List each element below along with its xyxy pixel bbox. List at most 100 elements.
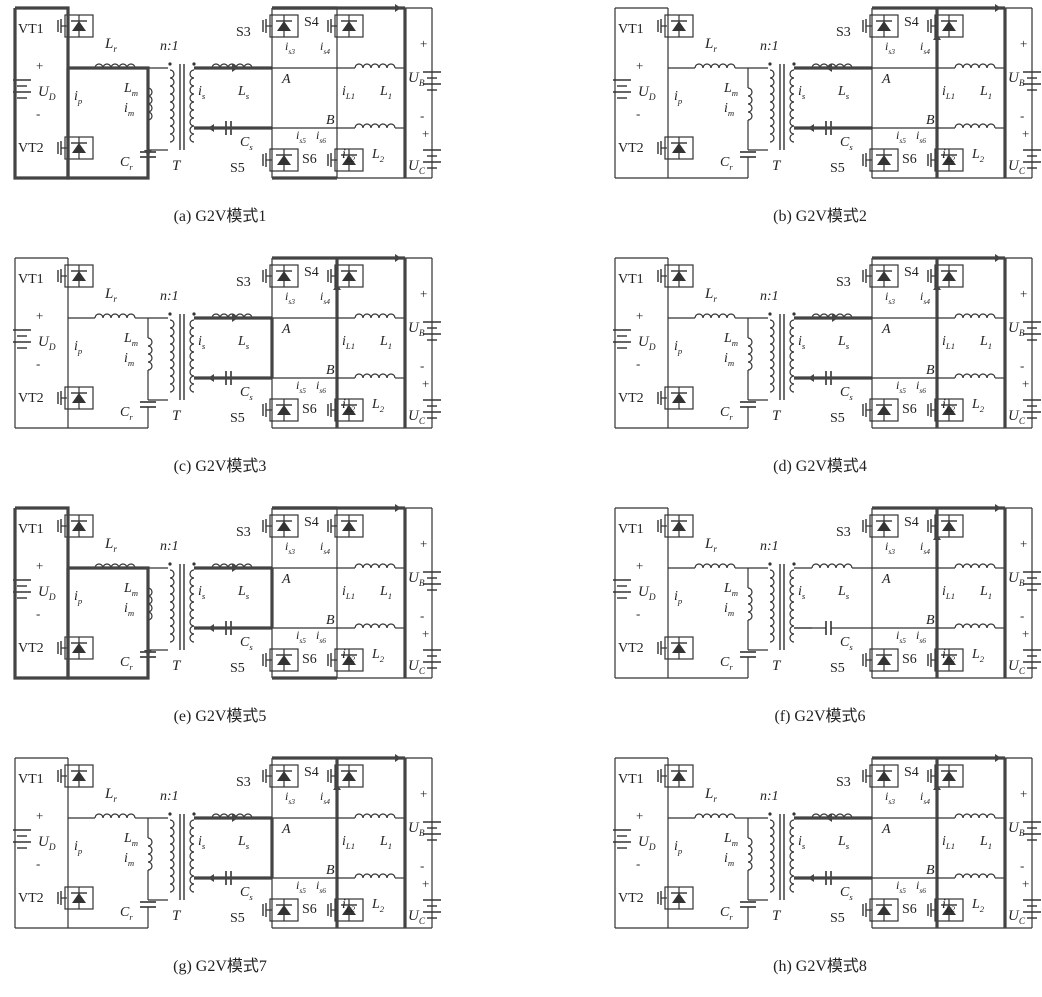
vt1-switch: [57, 764, 94, 788]
is4-label: is4: [920, 39, 930, 56]
is4-label: is4: [920, 289, 930, 306]
ls-label: Ls: [237, 834, 250, 851]
vt2-switch: [57, 136, 94, 160]
transformer-label: T: [172, 158, 182, 174]
node-b-label: B: [926, 363, 935, 378]
ud-plus: +: [636, 58, 643, 73]
l1-inductor: [354, 563, 396, 569]
vt2-switch: [657, 136, 694, 160]
vt2-label: VT2: [618, 391, 644, 406]
lm-inductor: [147, 837, 153, 871]
panel-caption: (b) G2V模式2: [773, 208, 867, 225]
s3-switch: [862, 764, 899, 788]
cr-label: Cr: [120, 155, 133, 172]
s4-switch: [327, 14, 364, 38]
transformer-label: T: [772, 908, 782, 924]
dot-secondary: [192, 62, 196, 66]
vt2-label: VT2: [618, 891, 644, 906]
node-a-label: A: [881, 72, 891, 87]
vt1-switch: [57, 14, 94, 38]
ub-label: UB: [1008, 70, 1025, 89]
lm-inductor: [747, 87, 753, 121]
is3-label: is3: [885, 39, 895, 56]
l1-inductor: [954, 563, 996, 569]
ud-minus: -: [636, 106, 640, 121]
lr-label: Lr: [104, 536, 117, 555]
ub-minus: -: [1020, 108, 1024, 123]
ud-label: UD: [38, 834, 56, 853]
s3-label: S3: [236, 25, 251, 40]
turns-label: n:1: [160, 39, 179, 54]
s4-label: S4: [904, 515, 919, 530]
l2-inductor: [354, 623, 396, 629]
ud-label: UD: [638, 834, 656, 853]
turns-label: n:1: [760, 539, 779, 554]
ud-plus: +: [36, 308, 43, 323]
l2-label: L2: [371, 647, 385, 664]
ud-plus: +: [36, 808, 43, 823]
ip-label: ip: [74, 339, 83, 356]
lr-label: Lr: [704, 786, 717, 805]
s4-label: S4: [304, 15, 319, 30]
is6-label: is6: [316, 878, 326, 895]
s4-switch: [327, 264, 364, 288]
s3-label: S3: [236, 275, 251, 290]
ls-label: Ls: [237, 84, 250, 101]
s5-switch: [862, 898, 899, 922]
ls-label: Ls: [237, 584, 250, 601]
ud-minus: -: [36, 106, 40, 121]
lr-label: Lr: [104, 36, 117, 55]
ls-label: Ls: [837, 834, 850, 851]
is-arrow: [232, 64, 238, 72]
ub-plus: +: [420, 536, 427, 551]
is4-label: is4: [920, 789, 930, 806]
s4-switch: [927, 264, 964, 288]
vt1-switch: [57, 514, 94, 538]
uc-label: UC: [408, 658, 426, 677]
s4-label: S4: [904, 265, 919, 280]
l2-inductor: [954, 123, 996, 129]
s6-label: S6: [902, 402, 917, 417]
ub-label: UB: [1008, 320, 1025, 339]
il2-label: iL2: [342, 897, 356, 914]
il2-label: iL2: [942, 897, 956, 914]
is6-label: is6: [316, 628, 326, 645]
vt2-label: VT2: [18, 891, 44, 906]
s5-switch: [862, 648, 899, 672]
panel-caption: (e) G2V模式5: [173, 708, 267, 725]
transformer-secondary: [189, 319, 195, 393]
ud-label: UD: [638, 584, 656, 603]
im-arrow: [144, 650, 152, 656]
is-arrow: [826, 814, 832, 822]
s5-label: S5: [230, 911, 245, 926]
uc-plus: +: [1022, 126, 1029, 141]
s5-label: S5: [230, 661, 245, 676]
is3-label: is3: [285, 39, 295, 56]
is6-label: is6: [916, 128, 926, 145]
transformer-primary: [769, 69, 775, 143]
cr-label: Cr: [120, 905, 133, 922]
ub-label: UB: [408, 320, 425, 339]
dot-primary: [168, 312, 172, 316]
ip-label: ip: [674, 339, 683, 356]
transformer-primary: [769, 569, 775, 643]
ud-minus: -: [36, 606, 40, 621]
ud-label: UD: [38, 84, 56, 103]
transformer-primary: [169, 569, 175, 643]
is4-arrow: [333, 284, 341, 290]
is4-label: is4: [320, 289, 330, 306]
il2-label: iL2: [342, 397, 356, 414]
ub-minus: -: [420, 858, 424, 873]
transformer-label: T: [172, 658, 182, 674]
lm-label: Lm: [123, 831, 138, 848]
ud-label: UD: [638, 84, 656, 103]
vt1-label: VT1: [618, 522, 644, 537]
s6-label: S6: [302, 902, 317, 917]
l1-inductor: [954, 63, 996, 69]
l1-label: L1: [379, 334, 392, 351]
vt2-label: VT2: [18, 141, 44, 156]
iL1-arrow: [995, 754, 1001, 762]
